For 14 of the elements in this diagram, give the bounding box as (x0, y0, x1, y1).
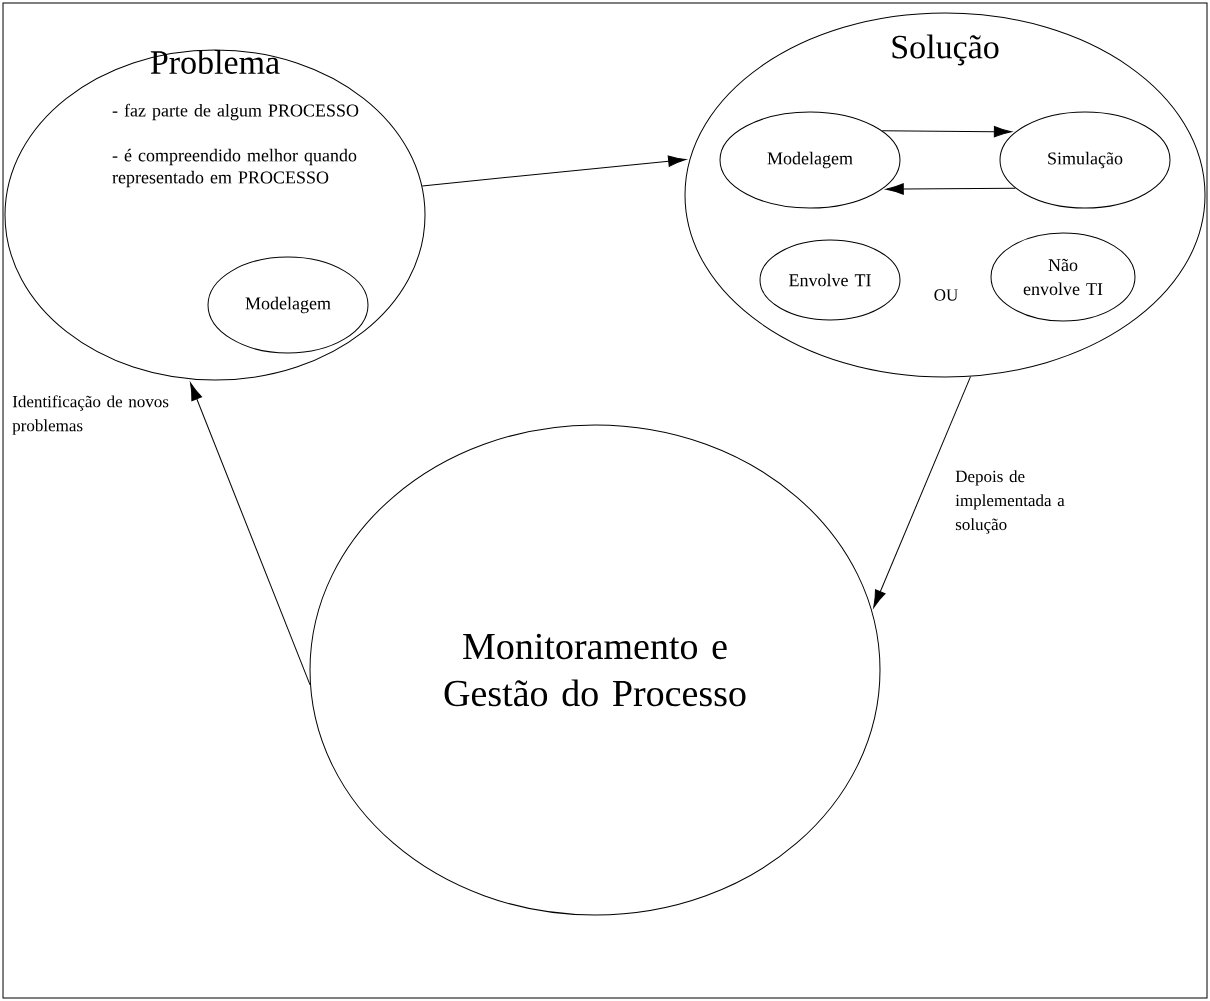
edge-label: Depois de implementada a solução (955, 470, 1065, 534)
ellipse-node: Não envolve TI (990, 232, 1136, 322)
ellipse-node: Monitoramento e Gestão do Processo (309, 424, 881, 916)
arrow (873, 376, 972, 608)
arrow (421, 155, 687, 187)
arrow (881, 126, 1012, 138)
ellipse-node: Envolve TI (759, 239, 901, 321)
or-label: OU (934, 289, 958, 301)
edge-label: Identificação de novos problemas (12, 395, 169, 435)
arrow (190, 382, 311, 686)
ellipse-node: Modelagem (719, 111, 901, 209)
ellipse-node: Simulação (999, 111, 1171, 209)
arrow (885, 183, 1016, 195)
ellipse-node: Modelagem (207, 256, 369, 354)
